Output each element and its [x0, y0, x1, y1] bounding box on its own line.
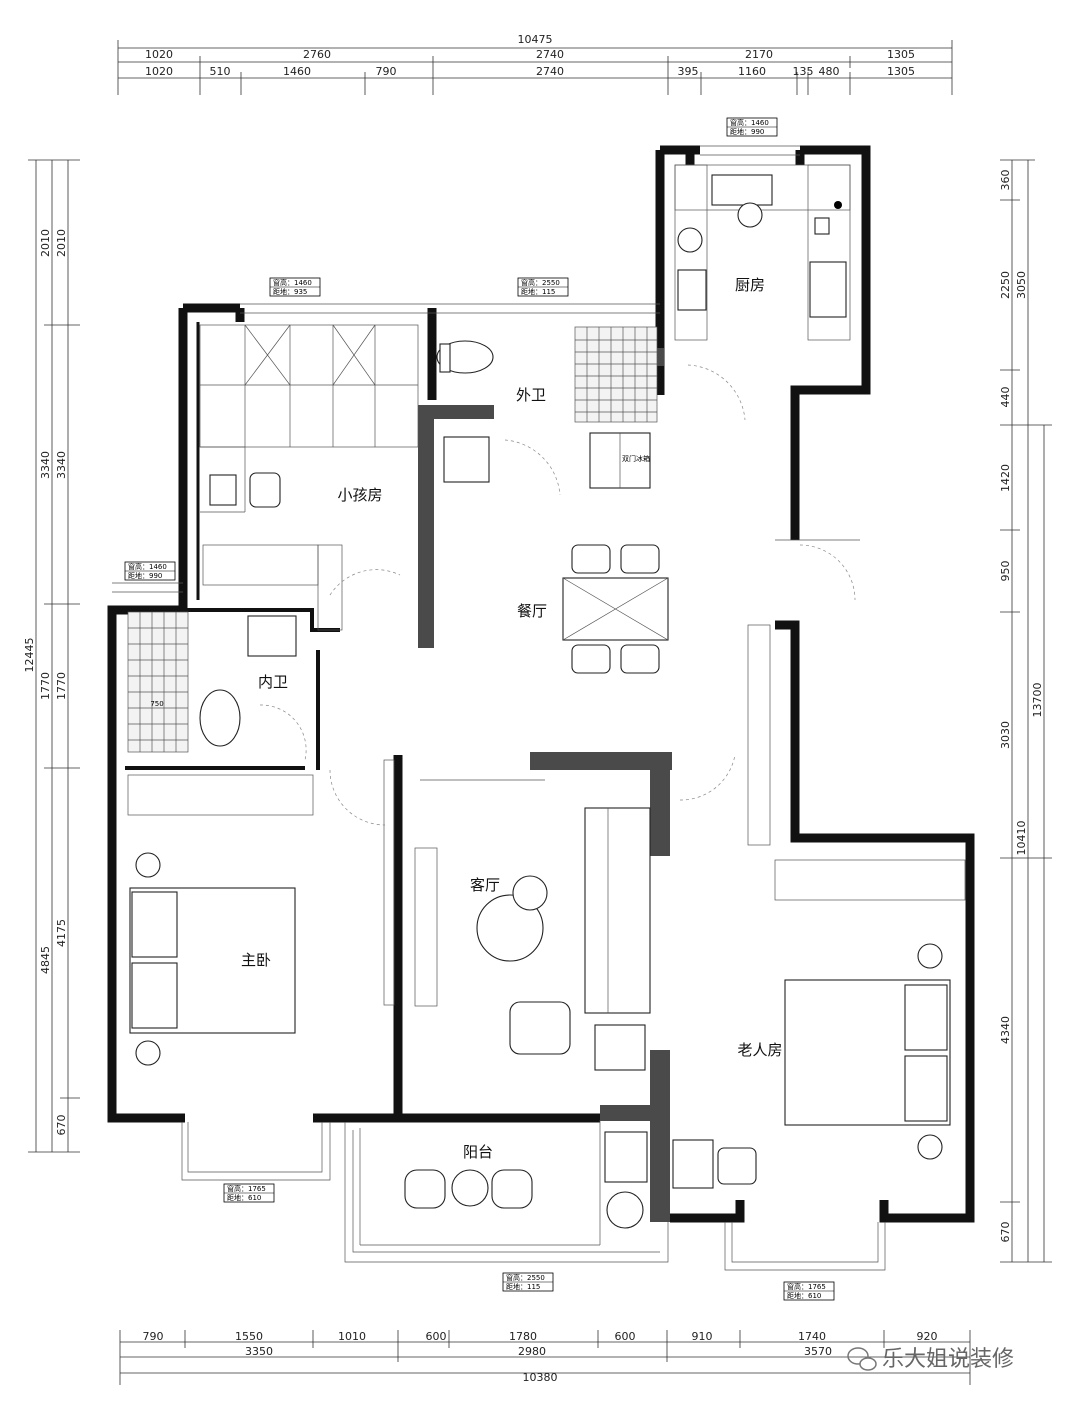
tag-line: 距地：990: [730, 127, 764, 136]
dim-top-r2: 1020: [145, 65, 173, 78]
furniture: 双门冰箱 750: [127, 164, 966, 1229]
shower-size: 750: [150, 700, 163, 708]
dim-top-overall: 10475: [518, 33, 553, 46]
dim-right-inner: 1420: [999, 464, 1012, 492]
dim-bot-r2: 920: [917, 1330, 938, 1343]
wechat-icon: [847, 1347, 877, 1371]
room-kids: 小孩房: [337, 486, 382, 504]
windows: [112, 145, 886, 1271]
dim-top-r2: 2740: [536, 65, 564, 78]
dim-right-outer: 13700: [1031, 683, 1044, 718]
dim-bot-r2: 600: [615, 1330, 636, 1343]
room-elder: 老人房: [737, 1041, 782, 1059]
window-tag-kids: 窗高：1460 距地：935: [269, 277, 321, 297]
dim-right-inner: 950: [999, 561, 1012, 582]
tag-line: 窗高：1460: [128, 562, 167, 571]
window-tags: 窗高：1460 距地：990 窗高：1460 距地：935 窗高：2550 距地…: [124, 117, 835, 1301]
tag-line: 窗高：1765: [227, 1184, 266, 1193]
dim-bot-r2: 1780: [509, 1330, 537, 1343]
dim-top-r2: 790: [376, 65, 397, 78]
shower-tile-grid: [575, 327, 657, 422]
fridge-label: 双门冰箱: [622, 454, 650, 463]
watermark: 乐大姐说装修: [847, 1347, 1014, 1372]
dim-top-r1: 1305: [887, 48, 915, 61]
watermark-text: 乐大姐说装修: [882, 1347, 1014, 1372]
dim-bot-r2: 910: [692, 1330, 713, 1343]
tag-line: 窗高：2550: [521, 278, 560, 287]
room-kitchen: 厨房: [735, 276, 765, 294]
tag-line: 距地：610: [787, 1291, 821, 1300]
dim-top-r1: 1020: [145, 48, 173, 61]
dim-top-r2: 510: [210, 65, 231, 78]
room-inner-bath: 内卫: [258, 673, 288, 691]
tag-line: 距地：115: [506, 1282, 540, 1291]
dim-top-r2: 480: [819, 65, 840, 78]
dim-top-r2: 395: [678, 65, 699, 78]
tag-line: 距地：115: [521, 287, 555, 296]
dim-top-r1: 2170: [745, 48, 773, 61]
window-tag-master: 窗高：1765 距地：610: [223, 1183, 275, 1203]
dim-left-outer: 3340: [39, 451, 52, 479]
dim-left-overall: 12445: [23, 638, 36, 673]
dim-right-inner: 2250: [999, 271, 1012, 299]
room-master: 主卧: [241, 951, 271, 969]
dim-left-outer: 4845: [39, 946, 52, 974]
dim-top-r2: 1160: [738, 65, 766, 78]
dim-top-r1: 2740: [536, 48, 564, 61]
window-tag-balcony: 窗高：2550 距地：115: [502, 1272, 554, 1292]
room-dining: 餐厅: [517, 602, 547, 620]
tag-line: 窗高：1460: [273, 278, 312, 287]
dim-right-outer: 3050: [1015, 271, 1028, 299]
tag-line: 距地：610: [227, 1193, 261, 1202]
tag-line: 窗高：1460: [730, 118, 769, 127]
dim-bot-r1: 2980: [518, 1345, 546, 1358]
room-living: 客厅: [470, 876, 500, 894]
window-tag-elder: 窗高：1765 距地：610: [783, 1281, 835, 1301]
dim-bot-r1: 3350: [245, 1345, 273, 1358]
dim-top-r1: 2760: [303, 48, 331, 61]
walls: [107, 145, 975, 1223]
dims-left: 12445 2010 3340 1770 4845 2010 3340 1770…: [23, 159, 80, 1153]
solid-walls: [418, 348, 672, 1222]
dim-top-r2: 1305: [887, 65, 915, 78]
dim-bot-r2: 600: [426, 1330, 447, 1343]
dim-top-r2: 135: [793, 65, 814, 78]
dim-left-inner: 2010: [55, 229, 68, 257]
tag-line: 距地：990: [128, 571, 162, 580]
tag-line: 距地：935: [273, 287, 307, 296]
dims-bottom: 790 1550 1010 600 1780 600 910 1740 920 …: [119, 1330, 971, 1385]
room-labels: 厨房 外卫 小孩房 餐厅 内卫 主卧 客厅 老人房 阳台: [241, 276, 783, 1161]
dim-top-r2: 1460: [283, 65, 311, 78]
dims-right: 360 2250 440 1420 950 3030 4340 670 3050…: [999, 159, 1052, 1263]
dim-left-inner: 670: [55, 1115, 68, 1136]
dim-right-inner: 440: [999, 387, 1012, 408]
dim-bot-overall: 10380: [523, 1371, 558, 1384]
window-tag-kitchen: 窗高：1460 距地：990: [726, 117, 778, 137]
dim-left-outer: 1770: [39, 672, 52, 700]
dim-bot-r1: 3570: [804, 1345, 832, 1358]
dim-right-inner: 4340: [999, 1016, 1012, 1044]
dim-left-outer: 2010: [39, 229, 52, 257]
dim-right-outer: 10410: [1015, 821, 1028, 856]
dim-right-inner: 360: [999, 170, 1012, 191]
dim-bot-r2: 1010: [338, 1330, 366, 1343]
room-guest-bath: 外卫: [516, 386, 546, 404]
dim-left-inner: 1770: [55, 672, 68, 700]
tag-line: 窗高：2550: [506, 1273, 545, 1282]
inner-shower-grid: [128, 612, 188, 752]
window-tag-top-mid: 窗高：2550 距地：115: [517, 277, 569, 297]
room-balcony: 阳台: [463, 1143, 493, 1161]
window-tag-inner-bath: 窗高：1460 距地：990: [124, 561, 176, 581]
dim-bot-r2: 1740: [798, 1330, 826, 1343]
dim-left-inner: 3340: [55, 451, 68, 479]
dim-bot-r2: 1550: [235, 1330, 263, 1343]
dims-top: 10475 1020 2760 2740 2170 1305 1020 510 …: [117, 33, 953, 95]
dim-right-inner: 3030: [999, 721, 1012, 749]
dim-right-inner: 670: [999, 1222, 1012, 1243]
dim-left-inner: 4175: [55, 919, 68, 947]
dim-bot-r2: 790: [143, 1330, 164, 1343]
tag-line: 窗高：1765: [787, 1282, 826, 1291]
